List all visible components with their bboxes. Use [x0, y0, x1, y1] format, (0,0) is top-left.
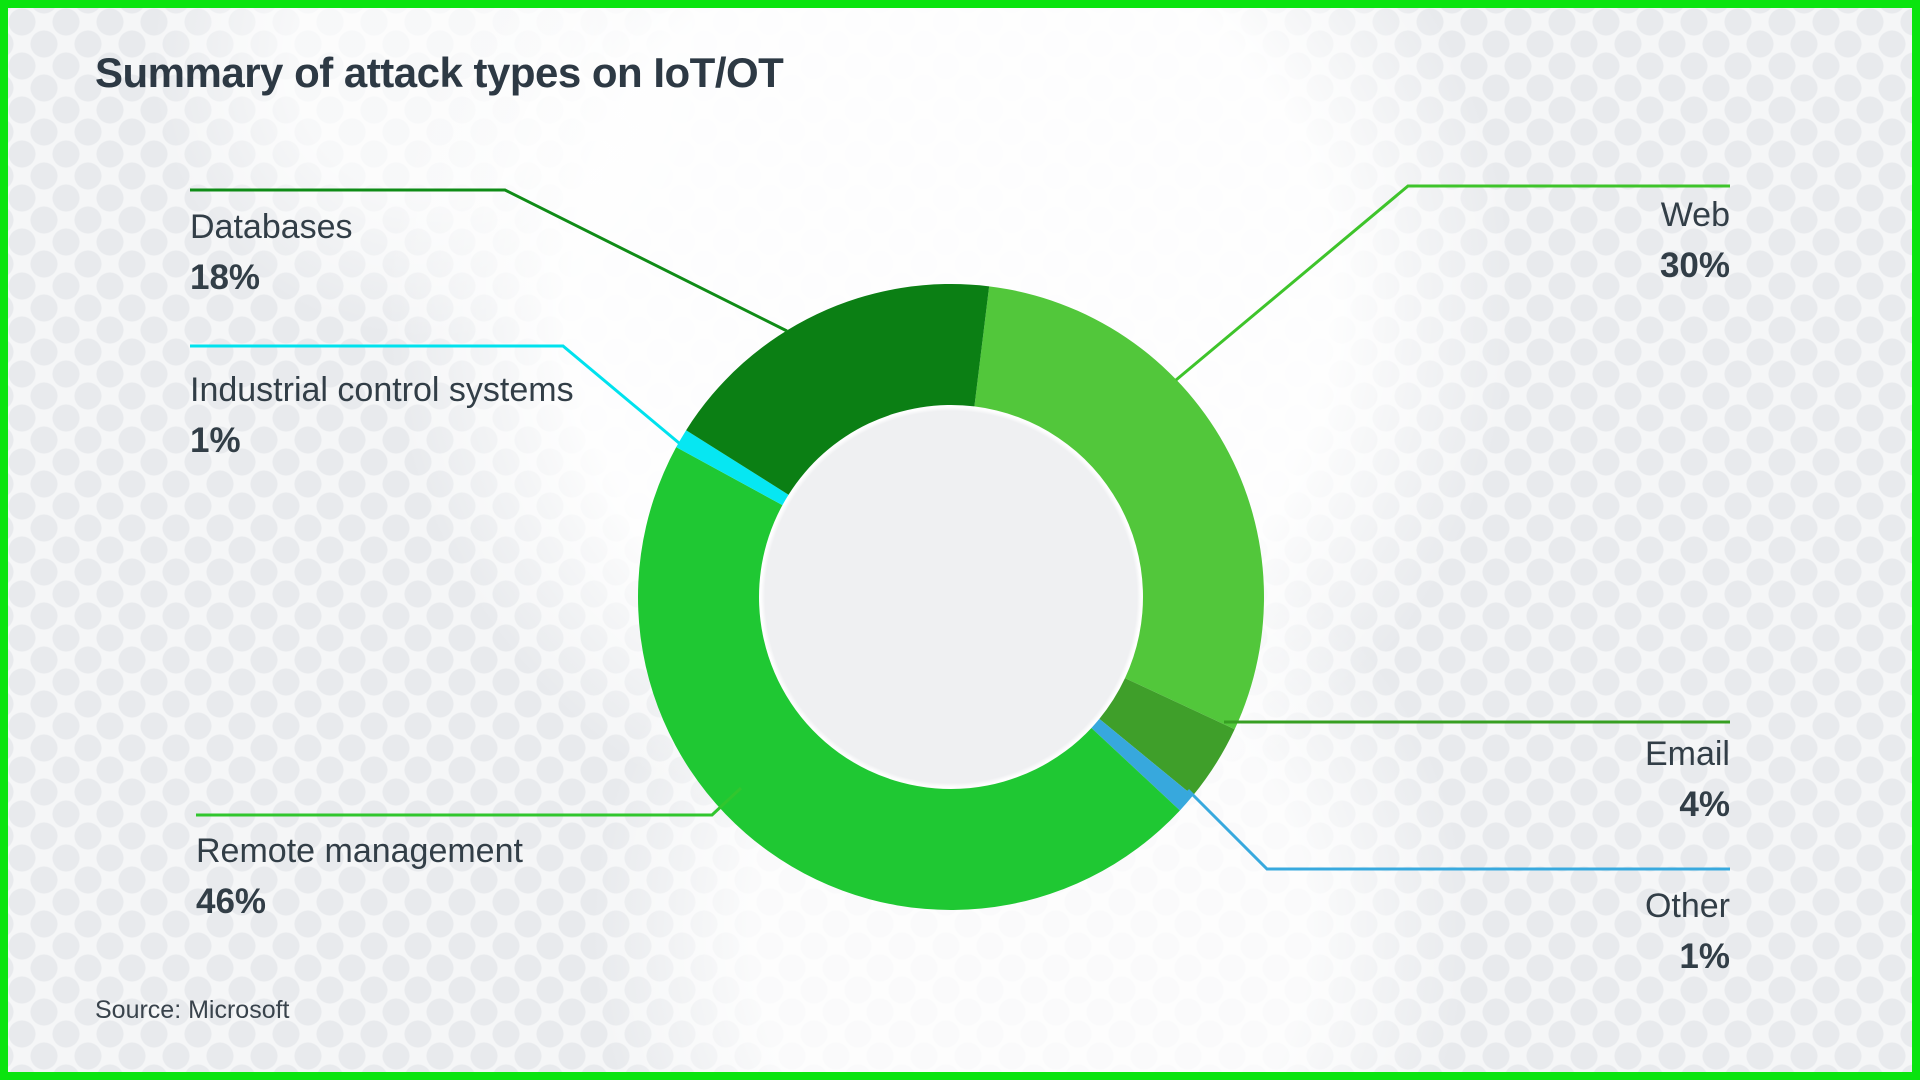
- leader-line-other: [1186, 788, 1730, 871]
- leader-line-remote-management: [196, 786, 743, 817]
- slice-percentage: 1%: [1679, 937, 1730, 976]
- slice-percentage: 18%: [190, 258, 261, 297]
- slice-percentage: 46%: [196, 882, 267, 921]
- page-title: Summary of attack types on IoT/OT: [95, 49, 784, 96]
- slice-industrial-control-systems: [676, 430, 789, 506]
- slice-label-databases: Databases 18%: [190, 208, 353, 297]
- slice-name: Industrial control systems: [190, 371, 574, 409]
- slice-name: Email: [1644, 735, 1730, 773]
- slice-label-other: Other 1%: [1645, 887, 1730, 976]
- slice-other: [1091, 718, 1193, 811]
- slice-percentage: 30%: [1659, 246, 1730, 285]
- slice-email: [1099, 678, 1235, 796]
- slice-label-remote-management: Remote management 46%: [196, 832, 523, 921]
- slice-percentage: 1%: [190, 421, 241, 460]
- slice-label-industrial-control-systems: Industrial control systems 1%: [190, 371, 574, 460]
- source-note: Source: Microsoft: [95, 996, 290, 1024]
- slice-web: [974, 286, 1264, 730]
- leader-line-web: [1175, 184, 1730, 382]
- slice-percentage: 4%: [1679, 785, 1730, 824]
- slice-databases: [686, 283, 990, 495]
- leader-line-industrial-control-systems: [190, 344, 680, 445]
- slice-name: Other: [1644, 887, 1730, 925]
- slice-remote-management: [637, 447, 1180, 911]
- slice-label-email: Email 4%: [1645, 735, 1730, 824]
- slice-label-web: Web 30%: [1660, 196, 1730, 285]
- slice-name: Databases: [190, 208, 353, 246]
- leader-line-databases: [190, 188, 788, 333]
- slice-name: Web: [1660, 196, 1730, 234]
- slice-name: Remote management: [196, 832, 523, 870]
